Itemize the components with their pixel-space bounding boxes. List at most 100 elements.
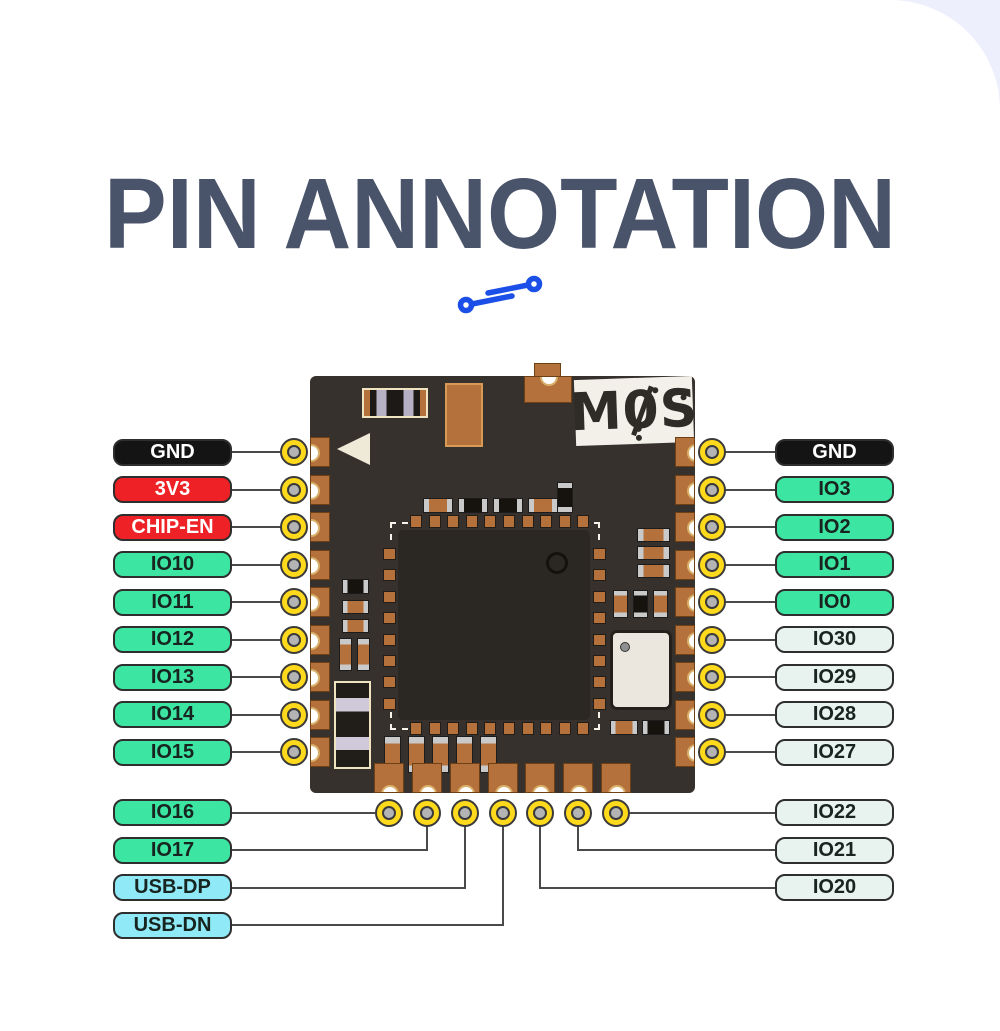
castellation-pad [310,474,330,505]
pin-wire-io3 [724,488,777,491]
crystal-oscillator [610,630,672,710]
pin-pad-io17 [413,799,441,827]
passive-component [339,638,352,671]
castellation-hole [608,785,626,792]
chip-pad [521,722,534,735]
passive-component [613,590,628,618]
pin-label-usb-dn: USB-DN [113,911,232,939]
antenna-pad [445,383,483,447]
pin-wire-io12 [228,638,282,641]
chip-pad [558,515,571,528]
chip-pad [465,722,478,735]
castellation-hole [687,556,694,575]
pin-pad-io27 [698,738,726,766]
pin-label-io29: IO29 [775,663,894,691]
pin-pad-io12 [280,625,308,654]
chip-pad [383,590,396,603]
page-title: PIN ANNOTATION [104,158,896,270]
castellation-hole [419,785,437,792]
castellation-hole [540,377,558,386]
pin-pad-io10 [280,550,308,579]
passive-component [653,590,668,618]
castellation-hole [311,631,320,650]
pin-link-icon [455,274,545,316]
castellation-hole [687,519,694,537]
chip-pad [593,590,606,603]
top-castellation-pad [524,376,572,403]
castellation-pad [525,763,555,793]
pin-pad-io2 [698,513,726,541]
silkscreen-bracket [390,522,408,540]
chip-pad [577,722,590,735]
passive-component [642,720,670,735]
pin-pad-io20 [526,799,554,827]
pin-pad-io14 [280,700,308,729]
castellation-pad [412,763,442,793]
castellation-hole [381,785,399,792]
pin-label-chip-en: CHIP-EN [113,513,232,541]
pin-wire-usb-dp [228,886,466,889]
pin-wire-usb-dp [464,825,466,889]
pin-pad-gnd [280,438,308,466]
pin-wire-io10 [228,563,282,566]
castellation-pad [675,624,695,655]
castellation-pad [563,763,593,793]
chip-pad [593,612,606,625]
pin-wire-io15 [228,751,282,753]
pin-pad-io1 [698,550,726,579]
pin-label-io2: IO2 [775,513,894,541]
passive-component [342,619,369,633]
pin-label-io11: IO11 [113,588,232,616]
pin-wire-io21 [577,825,579,851]
pin-wire-io21 [577,849,777,851]
chip-pad [484,515,497,528]
castellation-pad [310,624,330,655]
chip-pad [410,515,422,528]
pin-pad-io21 [564,799,592,827]
passive-component [637,564,670,578]
passive-component [423,498,453,513]
castellation-hole [687,744,694,762]
capacitor [334,681,371,769]
castellation-hole [311,556,320,575]
passive-component [458,498,488,513]
castellation-hole [311,444,320,462]
passive-component [637,546,670,560]
chip-pad [521,515,534,528]
castellation-pad [310,699,330,730]
pin-label-io28: IO28 [775,701,894,728]
pin-wire-io11 [228,601,282,603]
pin-pad-3v3 [280,475,308,504]
castellation-pad [374,763,404,793]
pin-pad-gnd [698,438,726,466]
chip-pad [593,569,606,582]
pin-label-io16: IO16 [113,799,232,826]
chip-pad [593,548,606,560]
castellation-hole [570,785,588,792]
castellation-pad [310,662,330,692]
pin1-marker [337,433,370,465]
chip-pad [447,722,460,735]
passive-component [557,482,573,513]
pin-pad-io0 [698,588,726,616]
pin-pad-io30 [698,625,726,654]
chip-pad [383,676,396,689]
pin-label-3v3: 3V3 [113,476,232,503]
chip-pad [540,722,553,735]
pin-wire-usb-dn [228,924,504,926]
castellation-hole [494,785,513,792]
pin-wire-io0 [724,601,777,603]
pin-wire-io13 [228,676,282,678]
chip-pad [484,722,497,735]
crystal-dot [620,642,630,652]
pin-wire-usb-dn [501,825,504,926]
logo-letter-s: S [658,378,700,441]
castellation-hole [311,519,320,537]
silkscreen-bracket [582,522,600,540]
silkscreen-bracket [582,712,600,730]
castellation-hole [687,706,694,725]
castellation-pad [487,763,518,793]
